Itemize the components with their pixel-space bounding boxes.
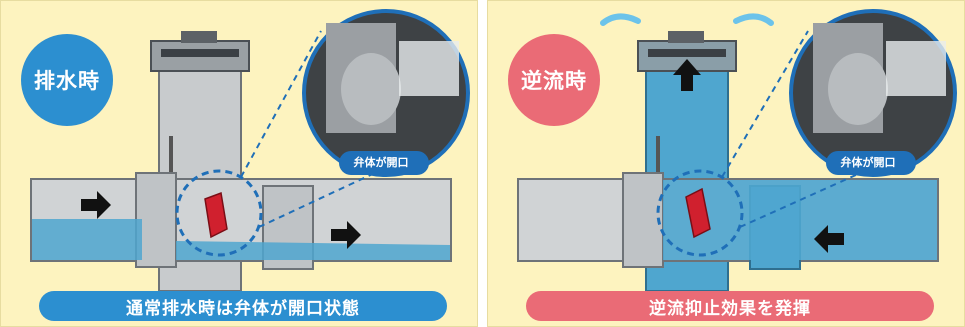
valve-flap <box>204 191 228 239</box>
valve-open-label: 弁体が開口 <box>353 156 409 169</box>
focus-circle <box>175 169 263 257</box>
vent-cap-top <box>668 31 704 43</box>
mode-badge: 排水時 <box>21 34 113 126</box>
arrow-left-icon <box>814 225 844 253</box>
pipe-joint-left <box>622 172 664 268</box>
backflow-mode-panel: 逆流時 弁体が開口 逆流抑止効果を発揮 <box>487 0 965 327</box>
focus-circle <box>656 169 744 257</box>
arrow-right-icon <box>331 221 361 249</box>
caption-banner: 通常排水時は弁体が開口状態 <box>39 291 447 321</box>
vent-cap-grille <box>161 49 239 57</box>
arrow-right-icon <box>81 191 111 219</box>
pipe-joint-left <box>135 172 177 268</box>
vent-cap-top <box>181 31 217 43</box>
drain-mode-panel: 排水時 弁体が開口 通常排水時は弁体が開口状態 <box>0 0 478 327</box>
guide-line-top <box>240 30 322 178</box>
zoom-inset-valve <box>341 53 401 125</box>
valve-label-bg <box>826 151 916 175</box>
air-vent-burst-icon <box>733 13 774 26</box>
zoom-inset-highlight <box>886 41 946 96</box>
water-inlet <box>32 219 142 260</box>
valve-flap <box>685 187 711 239</box>
backflow-valve-cross-section <box>517 9 957 292</box>
valve-open-label: 弁体が開口 <box>840 156 896 169</box>
arrow-up-icon <box>673 59 701 91</box>
valve-label-bg <box>339 151 429 175</box>
air-vent-burst-icon <box>600 13 641 26</box>
mode-badge: 逆流時 <box>508 34 600 126</box>
zoom-inset-highlight <box>399 41 459 96</box>
caption-banner: 逆流抑止効果を発揮 <box>526 291 934 321</box>
vent-cap-grille <box>648 49 726 57</box>
drain-valve-cross-section <box>30 9 470 292</box>
zoom-inset-valve <box>828 53 888 125</box>
